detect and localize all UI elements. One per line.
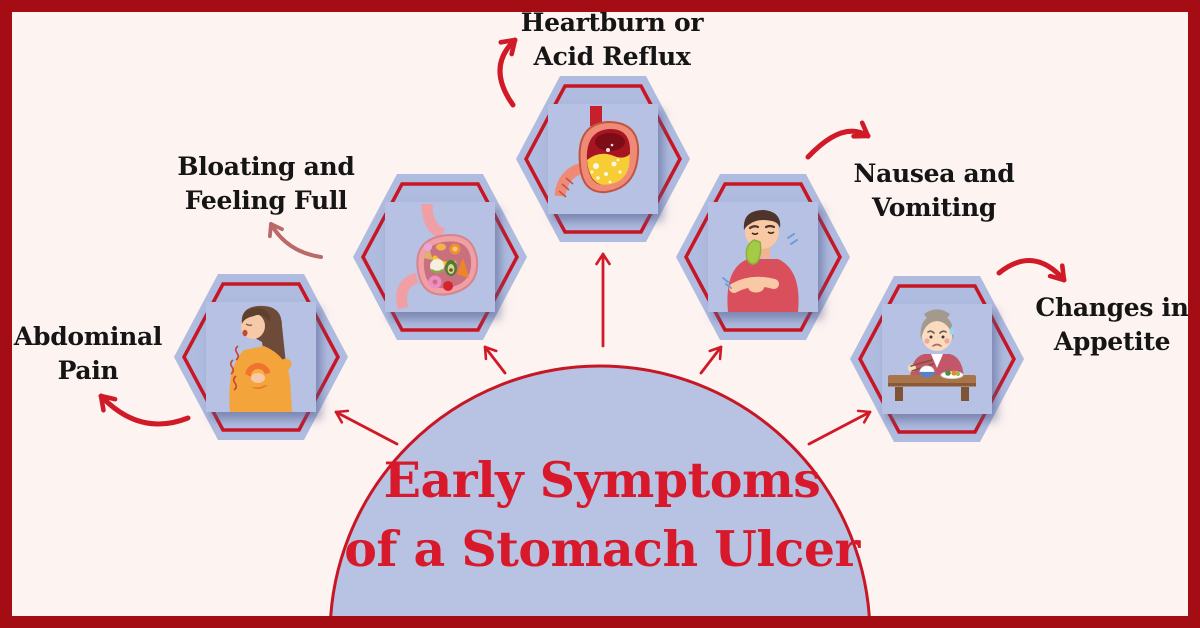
stomach-acid-cross-section-illustration-icon <box>554 106 640 198</box>
label-line2: Vomiting <box>871 193 997 222</box>
elderly-woman-meal-illustration-icon <box>888 309 976 401</box>
curved-label-arrows <box>98 37 1067 427</box>
label-line1: Bloating and <box>177 152 355 181</box>
woman-stomach-pain-illustration-icon <box>229 305 292 412</box>
arrow-to-abdominal-pain-hex <box>334 409 399 446</box>
label-abdominal-pain: Abdominal Pain <box>0 320 218 388</box>
hexagon-abdominal-pain <box>174 274 348 440</box>
curved-arrow-heartburn <box>497 37 518 108</box>
hexagon-appetite <box>850 276 1024 442</box>
arrow-to-bloating-hex <box>483 345 507 375</box>
arrow-to-appetite-hex <box>807 409 872 446</box>
nausea-panel <box>708 202 818 312</box>
title-line2: of a Stomach Ulcer <box>344 520 860 578</box>
appetite-panel <box>882 304 992 414</box>
label-appetite: Changes in Appetite <box>982 291 1200 359</box>
bloating-panel <box>385 202 495 312</box>
main-title: Early Symptoms of a Stomach Ulcer <box>302 446 902 584</box>
hexagon-heartburn <box>516 76 690 242</box>
label-line1: Nausea and <box>853 159 1015 188</box>
label-line2: Feeling Full <box>184 186 348 215</box>
label-line2: Pain <box>57 356 119 385</box>
label-line2: Acid Reflux <box>533 42 691 71</box>
straight-arrows <box>334 252 872 446</box>
label-heartburn: Heartburn or Acid Reflux <box>482 6 742 74</box>
man-vomiting-illustration-icon <box>722 210 799 312</box>
hexagon-bloating <box>353 174 527 340</box>
curved-arrow-nausea <box>805 120 871 160</box>
label-line2: Appetite <box>1053 327 1171 356</box>
label-line1: Abdominal <box>13 322 163 351</box>
curved-arrow-abdominal-pain <box>98 393 191 427</box>
title-line1: Early Symptoms <box>383 451 821 509</box>
title-semicircle <box>328 364 872 628</box>
curved-arrow-appetite <box>996 258 1067 283</box>
hexagon-nausea <box>676 174 850 340</box>
heartburn-panel <box>548 104 658 214</box>
label-line1: Heartburn or <box>520 8 704 37</box>
label-line1: Changes in <box>1035 293 1189 322</box>
label-bloating: Bloating and Feeling Full <box>136 150 396 218</box>
abdominal-pain-panel <box>206 302 316 412</box>
label-nausea: Nausea and Vomiting <box>804 157 1064 225</box>
stomach-full-of-food-illustration-icon <box>396 203 479 310</box>
arrow-to-nausea-hex <box>699 345 723 375</box>
curved-arrow-bloating <box>267 222 323 259</box>
